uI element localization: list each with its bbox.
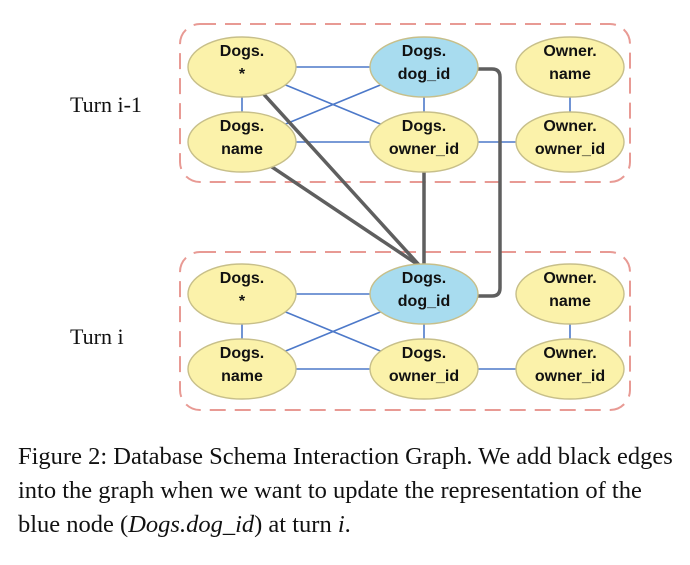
node-label-line: Dogs. xyxy=(220,270,264,287)
schema-node: Owner. owner_id xyxy=(515,338,625,400)
node-label-line: owner_id xyxy=(535,368,605,385)
caption-text-1: Figure 2: Database Schema Interaction Gr… xyxy=(18,443,673,538)
schema-node: Owner. name xyxy=(515,36,625,98)
schema-node: Dogs. * xyxy=(187,36,297,98)
node-label-line: owner_id xyxy=(535,141,605,158)
blue-edge xyxy=(284,84,382,125)
schema-node: Dogs. dog_id xyxy=(369,36,479,98)
node-label-line: Dogs. xyxy=(220,118,264,135)
figure-caption: Figure 2: Database Schema Interaction Gr… xyxy=(18,440,678,542)
node-ellipse xyxy=(187,36,297,98)
schema-node: Owner. owner_id xyxy=(515,111,625,173)
node-label-line: Dogs. xyxy=(220,345,264,362)
node-label-line: Owner. xyxy=(543,345,596,362)
node-ellipse xyxy=(515,111,625,173)
node-ellipse xyxy=(369,338,479,400)
node-label-line: Dogs. xyxy=(402,345,446,362)
caption-turn-var: i xyxy=(337,511,345,538)
node-ellipse xyxy=(369,111,479,173)
node-label-line: name xyxy=(221,368,263,385)
node-label-line: dog_id xyxy=(398,293,450,310)
node-ellipse xyxy=(187,263,297,325)
schema-node: Owner. name xyxy=(515,263,625,325)
node-label-line: Owner. xyxy=(543,43,596,60)
caption-italic-node: Dogs.dog_id xyxy=(128,511,255,538)
node-label-line: * xyxy=(239,293,246,310)
node-label-line: dog_id xyxy=(398,66,450,83)
node-ellipse xyxy=(515,338,625,400)
caption-text-3: . xyxy=(344,511,351,538)
turn-label: Turn i xyxy=(70,324,124,349)
node-label-line: owner_id xyxy=(389,368,459,385)
schema-node: Dogs. * xyxy=(187,263,297,325)
node-label-line: Dogs. xyxy=(402,43,446,60)
node-ellipse xyxy=(187,338,297,400)
node-ellipse xyxy=(369,36,479,98)
schema-node: Dogs. dog_id xyxy=(369,263,479,325)
node-label-line: name xyxy=(549,66,591,83)
turn-label: Turn i-1 xyxy=(70,92,142,117)
node-label-line: Dogs. xyxy=(402,270,446,287)
node-label-line: name xyxy=(221,141,263,158)
black-edge xyxy=(270,165,422,268)
schema-interaction-graph: Dogs.*Dogs.nameDogs.dog_idDogs.owner_idO… xyxy=(70,23,631,411)
schema-node: Dogs. owner_id xyxy=(369,111,479,173)
node-ellipse xyxy=(187,111,297,173)
schema-node: Dogs. owner_id xyxy=(369,338,479,400)
black-edge xyxy=(262,92,422,268)
node-label-line: * xyxy=(239,66,246,83)
blue-edge xyxy=(284,311,382,352)
node-label-line: Dogs. xyxy=(220,43,264,60)
node-label-line: Owner. xyxy=(543,270,596,287)
node-label-line: Owner. xyxy=(543,118,596,135)
black-edge xyxy=(472,67,502,298)
node-label-line: owner_id xyxy=(389,141,459,158)
schema-node: Dogs. name xyxy=(187,338,297,400)
node-label-line: name xyxy=(549,293,591,310)
caption-text-2: ) at turn xyxy=(254,511,338,538)
turn-group-box xyxy=(179,23,631,183)
node-ellipse xyxy=(515,263,625,325)
node-ellipse xyxy=(369,263,479,325)
node-label-line: Dogs. xyxy=(402,118,446,135)
node-ellipse xyxy=(515,36,625,98)
schema-node: Dogs. name xyxy=(187,111,297,173)
